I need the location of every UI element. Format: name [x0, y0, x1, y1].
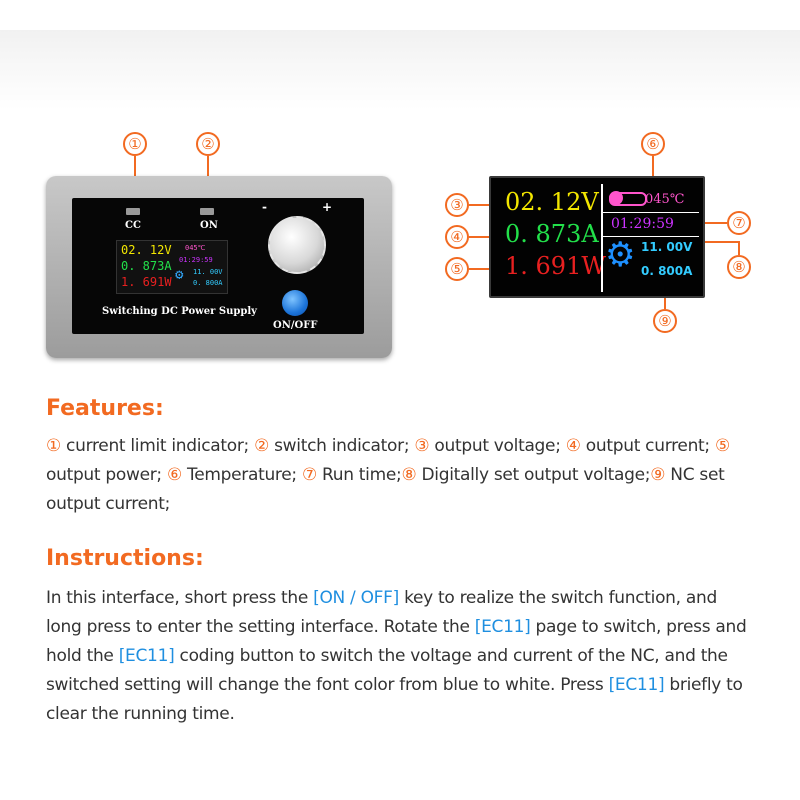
instr-text-1: In this interface, short press the	[46, 588, 314, 608]
callout-9: ⑨	[653, 309, 677, 333]
mini-voltage: 02. 12V	[121, 243, 172, 257]
callout-4: ④	[445, 225, 469, 249]
features-text: ① current limit indicator; ② switch indi…	[46, 432, 756, 519]
ec11-rotary-knob[interactable]	[268, 216, 326, 274]
feature-num-1: ①	[46, 436, 61, 456]
feature-num-5: ⑤	[714, 436, 730, 456]
screen-hline-1	[603, 212, 699, 213]
thermometer-bulb	[609, 191, 623, 205]
instr-text-2: key to realize the switch function, and …	[46, 588, 717, 637]
device-front-panel: CC ON 02. 12V 0. 873A 1. 691W 045℃ 01:29…	[72, 198, 364, 334]
feature-text-4: output current;	[580, 436, 715, 456]
feature-text-1: current limit indicator;	[60, 436, 255, 456]
mini-display: 02. 12V 0. 873A 1. 691W 045℃ 01:29:59 ⚙ …	[116, 240, 228, 294]
device-caption: Switching DC Power Supply	[102, 306, 257, 317]
mini-temp: 045℃	[185, 244, 206, 252]
run-time: 01:29:59	[611, 216, 674, 232]
instr-text-5: briefly to clear the running time.	[46, 675, 743, 724]
callout-3-line	[469, 204, 501, 206]
feature-num-7: ⑦	[301, 465, 317, 485]
onoff-label: ON/OFF	[273, 320, 318, 331]
on-off-button[interactable]	[282, 290, 308, 316]
callout-8-line-h	[692, 241, 740, 243]
cc-label: CC	[125, 220, 141, 231]
callout-3: ③	[445, 193, 469, 217]
large-display: 02. 12V 0. 873A 1. 691W 045℃ 01:29:59 ⚙ …	[489, 176, 705, 298]
callout-4-line	[469, 236, 501, 238]
callout-7: ⑦	[727, 211, 751, 235]
on-label: ON	[200, 220, 218, 231]
output-power: 1. 691W	[505, 252, 607, 280]
feature-num-3: ③	[414, 436, 430, 456]
set-voltage: 11. 00V	[641, 240, 693, 254]
output-voltage: 02. 12V	[505, 188, 599, 216]
callout-1: ①	[123, 132, 147, 156]
on-off-key-ref: [ON / OFF]	[313, 588, 399, 608]
callout-2: ②	[196, 132, 220, 156]
feature-num-6: ⑥	[166, 465, 182, 485]
output-current: 0. 873A	[505, 220, 599, 248]
instructions-title: Instructions:	[46, 546, 204, 571]
cc-indicator-led	[126, 208, 140, 215]
callout-8: ⑧	[727, 255, 751, 279]
mini-gear-icon: ⚙	[175, 267, 184, 283]
feature-text-5: output power;	[46, 465, 167, 485]
feature-text-9: NC set output current;	[46, 465, 725, 514]
screen-hline-2	[603, 236, 699, 237]
knob-plus-sign: +	[322, 200, 333, 214]
callout-5-line	[469, 268, 501, 270]
feature-num-9: ⑨	[650, 465, 666, 485]
feature-text-8: Digitally set output voltage;	[416, 465, 651, 485]
power-supply-device: CC ON 02. 12V 0. 873A 1. 691W 045℃ 01:29…	[46, 176, 392, 358]
mini-time: 01:29:59	[179, 256, 213, 264]
mini-set-voltage: 11. 00V	[193, 268, 223, 276]
callout-8-line-v	[738, 241, 740, 255]
gear-icon: ⚙	[605, 235, 636, 275]
callout-7-line	[690, 222, 727, 224]
instr-text-4: coding button to switch the voltage and …	[46, 646, 728, 695]
feature-num-4: ④	[565, 436, 581, 456]
mini-set-current: 0. 800A	[193, 279, 223, 287]
temperature: 045℃	[645, 192, 685, 207]
ec11-key-ref-1: [EC11]	[474, 617, 531, 637]
set-current: 0. 800A	[641, 264, 693, 278]
feature-text-3: output voltage;	[429, 436, 566, 456]
feature-num-2: ②	[254, 436, 270, 456]
knob-minus-sign: -	[262, 200, 267, 214]
ec11-key-ref-3: [EC11]	[608, 675, 665, 695]
ec11-key-ref-2: [EC11]	[118, 646, 175, 666]
callout-6: ⑥	[641, 132, 665, 156]
feature-text-2: switch indicator;	[269, 436, 415, 456]
screen-divider	[601, 184, 603, 292]
top-background-band	[0, 0, 800, 110]
instr-text-3: page to switch, press and hold the	[46, 617, 747, 666]
feature-text-6: Temperature;	[181, 465, 302, 485]
feature-num-8: ⑧	[401, 465, 417, 485]
feature-text-7: Run time;	[316, 465, 402, 485]
mini-power: 1. 691W	[121, 275, 172, 289]
features-title: Features:	[46, 396, 164, 421]
on-indicator-led	[200, 208, 214, 215]
instructions-text: In this interface, short press the [ON /…	[46, 584, 756, 729]
callout-5: ⑤	[445, 257, 469, 281]
mini-current: 0. 873A	[121, 259, 172, 273]
